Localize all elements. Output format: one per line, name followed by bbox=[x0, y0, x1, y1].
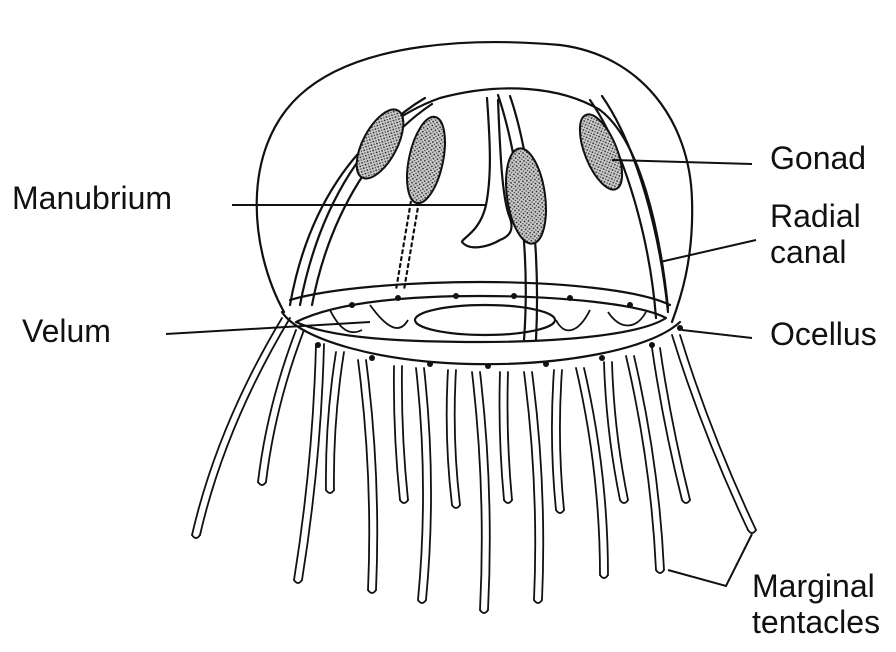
gonad-2 bbox=[400, 113, 452, 206]
tentacle-stroke bbox=[424, 368, 431, 600]
gonad-3 bbox=[501, 146, 552, 246]
tentacle-stroke bbox=[334, 352, 344, 490]
tentacle-tip bbox=[620, 500, 628, 503]
leader-radial-canal bbox=[660, 240, 756, 262]
ocellus-dot bbox=[543, 361, 549, 367]
label-radial-canal: Radial canal bbox=[770, 198, 861, 270]
ocellus-dot bbox=[349, 302, 355, 308]
tentacle-stroke bbox=[192, 318, 282, 535]
tentacle-stroke bbox=[447, 370, 452, 505]
label-marginal-tentacles-line1: Marginal bbox=[752, 568, 880, 604]
radial-loop-3 bbox=[556, 310, 590, 330]
label-marginal-tentacles-line2: tentacles bbox=[752, 604, 880, 640]
tentacle-stroke bbox=[455, 370, 460, 505]
bell-margin-inner bbox=[290, 282, 670, 305]
tentacle-stroke bbox=[302, 344, 324, 580]
tentacle-tip bbox=[556, 510, 564, 513]
ocellus-dot bbox=[427, 361, 433, 367]
gonad-4 bbox=[571, 109, 631, 195]
tentacle-stroke bbox=[634, 356, 664, 570]
tentacle-stroke bbox=[560, 370, 564, 510]
label-radial-canal-line1: Radial bbox=[770, 198, 861, 234]
tentacle-stroke bbox=[200, 318, 290, 535]
tentacle-stroke bbox=[416, 368, 423, 600]
subumbrella-outline bbox=[290, 88, 668, 308]
tentacle-tip bbox=[368, 590, 376, 593]
ocellus-dot bbox=[485, 363, 491, 369]
tentacle-tip bbox=[504, 500, 512, 503]
tentacle-tip bbox=[480, 610, 488, 613]
leader-gonad bbox=[612, 160, 752, 164]
bell-outline bbox=[257, 42, 692, 322]
radial-loop-2 bbox=[370, 305, 408, 328]
tentacle-tip bbox=[258, 482, 266, 485]
leader-velum bbox=[166, 322, 370, 334]
radial-loop-4 bbox=[608, 312, 646, 326]
tentacle-tip bbox=[600, 575, 608, 578]
tentacle-stroke bbox=[472, 372, 482, 610]
tentacle-stroke bbox=[612, 362, 628, 500]
tentacle-stroke bbox=[394, 366, 400, 500]
tentacle-tip bbox=[748, 530, 756, 533]
tentacle-stroke bbox=[552, 370, 556, 510]
tentacle-tip bbox=[294, 580, 302, 583]
tentacle-stroke bbox=[508, 372, 513, 500]
label-manubrium: Manubrium bbox=[12, 180, 172, 216]
label-marginal-tentacles: Marginal tentacles bbox=[752, 568, 880, 640]
tentacle-tip bbox=[326, 490, 334, 493]
tentacle-stroke bbox=[402, 366, 408, 500]
ocellus-dot bbox=[599, 355, 605, 361]
tentacle-tip bbox=[418, 600, 426, 603]
marginal-tentacles bbox=[192, 318, 756, 613]
velum-opening bbox=[415, 305, 555, 335]
tentacle-stroke bbox=[500, 372, 505, 500]
radial-loop-1 bbox=[330, 310, 362, 332]
tentacle-tip bbox=[682, 500, 690, 503]
label-velum: Velum bbox=[22, 313, 111, 349]
tentacle-stroke bbox=[258, 330, 296, 482]
tentacle-tip bbox=[452, 505, 460, 508]
leader-ocellus bbox=[682, 330, 752, 338]
tentacle-tip bbox=[534, 600, 542, 603]
ocellus-dot bbox=[511, 293, 517, 299]
tentacle-stroke bbox=[358, 360, 369, 590]
label-radial-canal-line2: canal bbox=[770, 234, 861, 270]
tentacle-stroke bbox=[524, 372, 535, 600]
gonad-stalk bbox=[396, 195, 420, 290]
ocellus-dot bbox=[369, 355, 375, 361]
tentacle-stroke bbox=[584, 368, 608, 575]
tentacle-tip bbox=[400, 500, 408, 503]
label-gonad: Gonad bbox=[770, 140, 866, 176]
tentacle-tip bbox=[192, 535, 200, 538]
label-ocellus: Ocellus bbox=[770, 316, 877, 352]
manubrium bbox=[462, 98, 512, 247]
tentacle-stroke bbox=[576, 368, 600, 575]
ocellus-dot bbox=[453, 293, 459, 299]
tentacle-stroke bbox=[294, 344, 316, 580]
tentacle-tip bbox=[656, 570, 664, 573]
ocellus-dot bbox=[567, 295, 573, 301]
bell-margin bbox=[282, 312, 680, 364]
ocellus-dot bbox=[627, 302, 633, 308]
ocellus-dot bbox=[395, 295, 401, 301]
leader-marginal-tentacles bbox=[668, 534, 752, 586]
tentacle-stroke bbox=[680, 335, 756, 530]
